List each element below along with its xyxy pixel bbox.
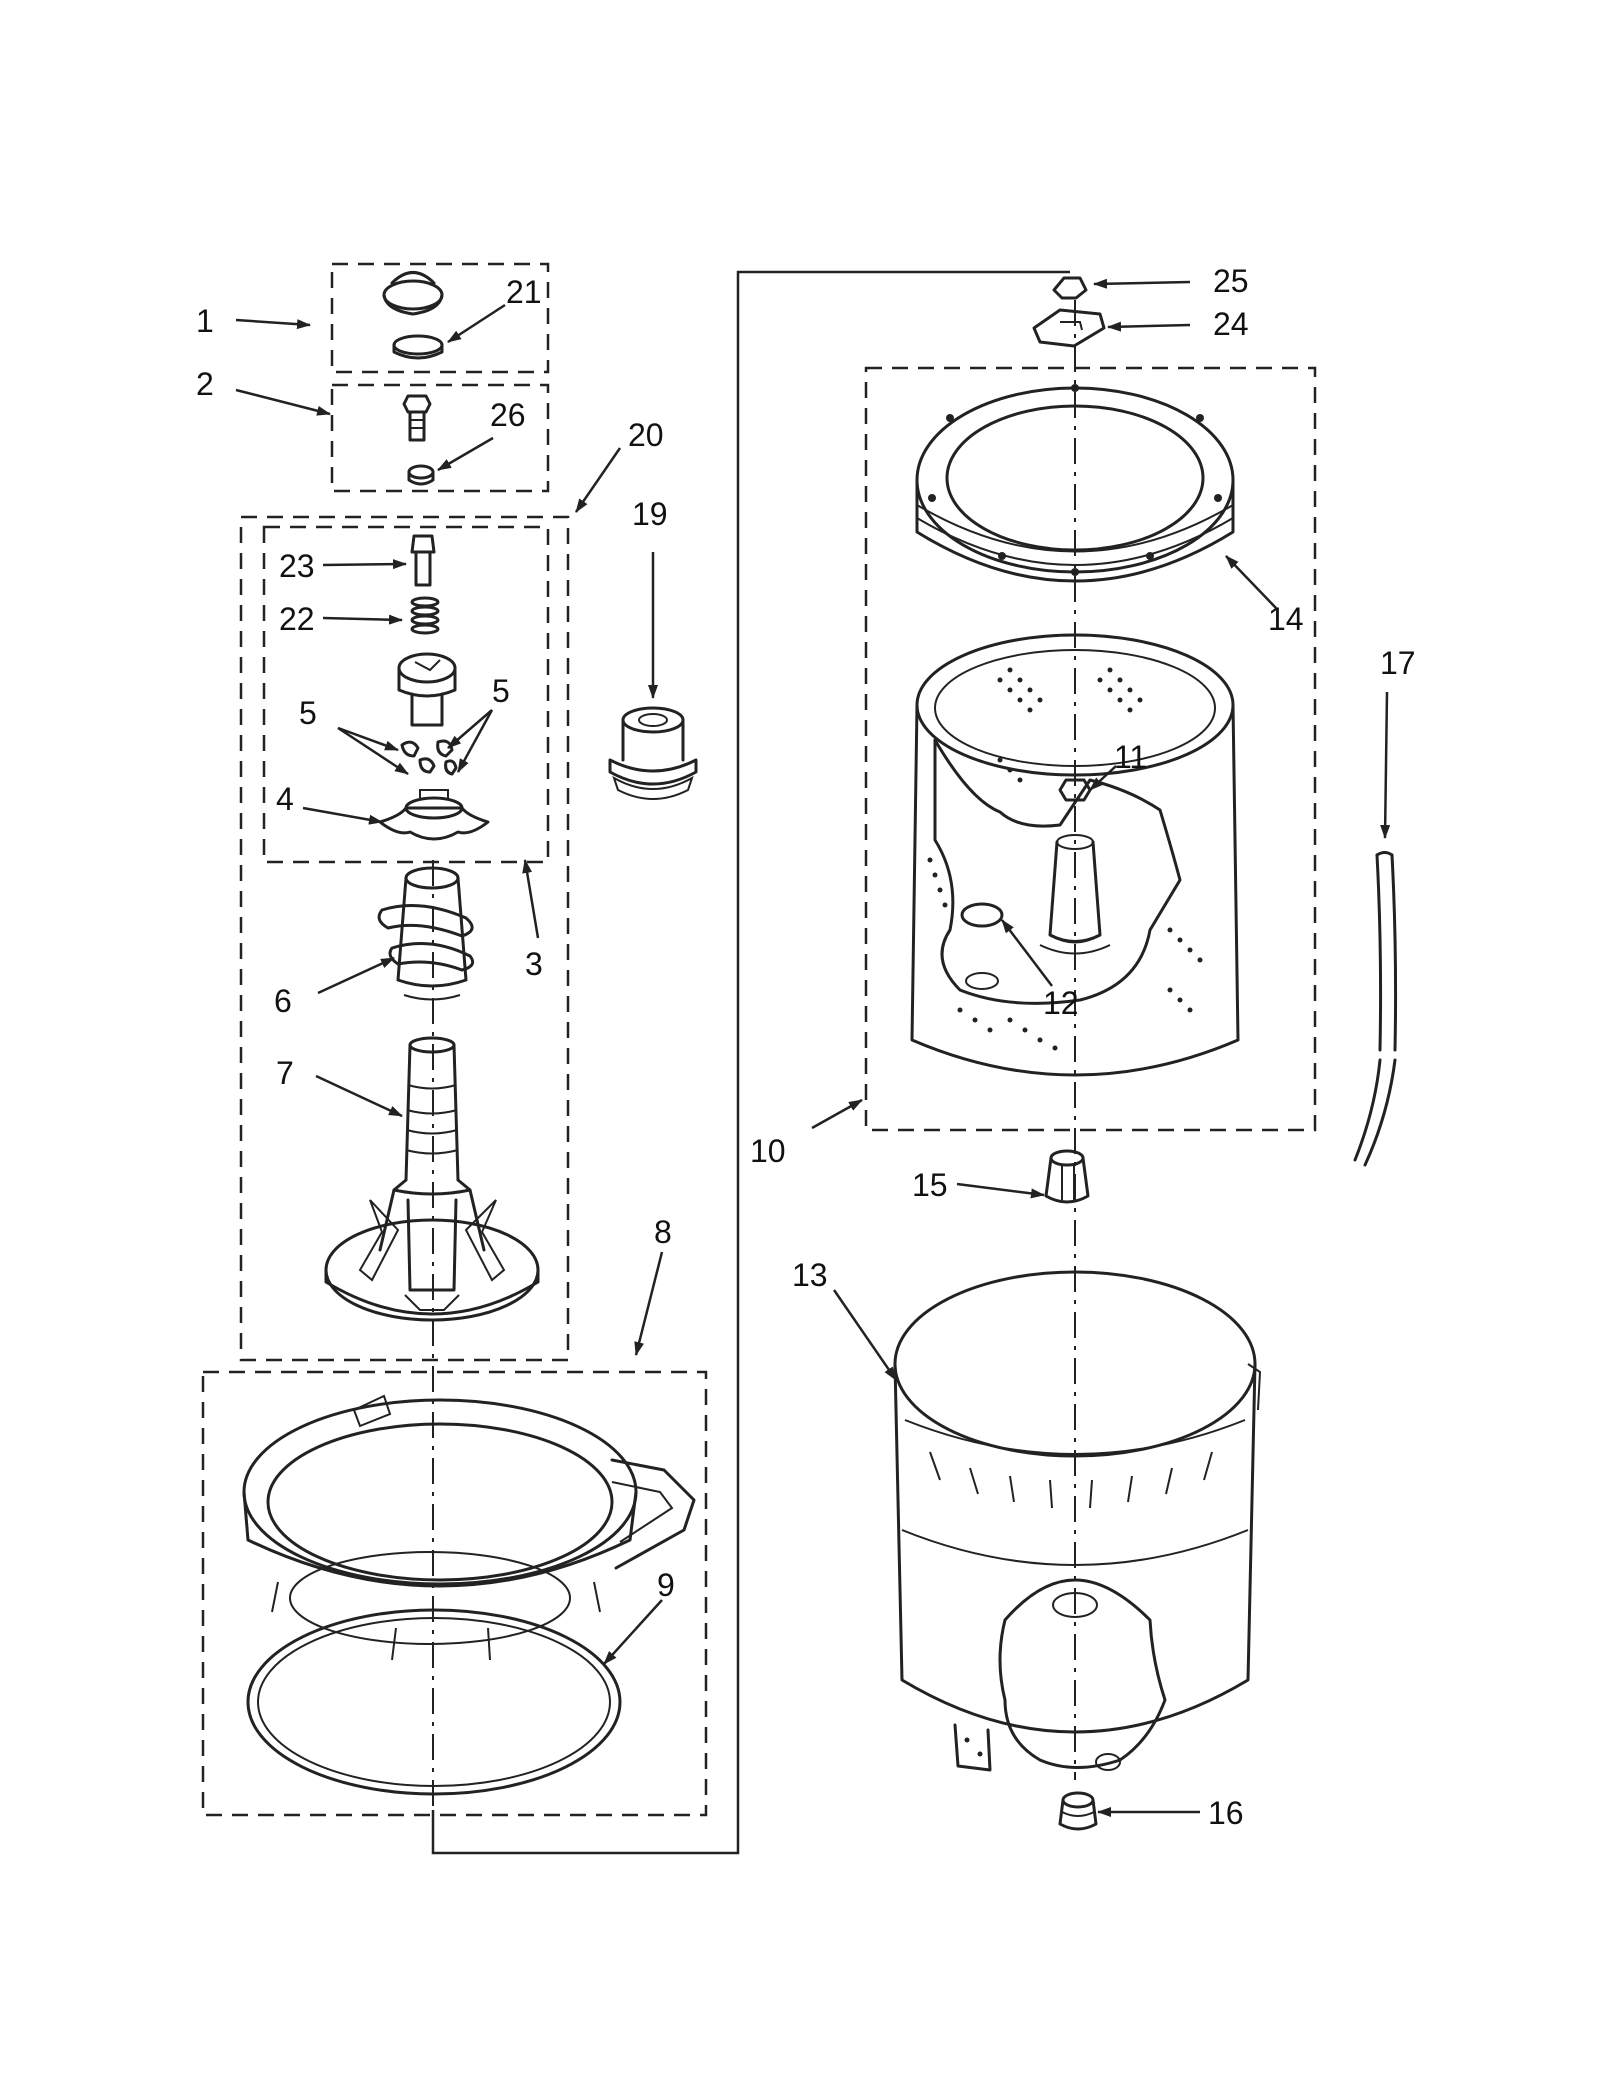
group-box-8 (201, 1370, 708, 1817)
callout-5-left: 5 (299, 695, 317, 731)
callout-1: 1 (196, 303, 214, 339)
callout-24: 24 (1213, 306, 1249, 342)
part-bearing-19 (608, 706, 698, 800)
callout-25: 25 (1213, 263, 1249, 299)
part-tub-13 (893, 1270, 1262, 1772)
callout-15: 15 (912, 1167, 948, 1203)
callout-12: 12 (1043, 985, 1079, 1021)
connector-line (431, 270, 1070, 1855)
part-washer-26 (407, 464, 435, 486)
callout-23: 23 (279, 548, 315, 584)
part-agitator-7 (324, 1036, 540, 1322)
callout-22: 22 (279, 601, 315, 637)
callout-17: 17 (1380, 645, 1416, 681)
part-spring-22 (410, 596, 440, 635)
callout-11: 11 (1114, 739, 1147, 775)
callout-10: 10 (750, 1133, 786, 1169)
part-coupling-15 (1044, 1149, 1090, 1204)
group-box-1 (330, 262, 550, 374)
part-basket-10 (910, 633, 1240, 1077)
callout-5-right: 5 (492, 673, 510, 709)
leader-lines (235, 278, 1391, 1817)
part-ring-21 (392, 334, 444, 360)
callout-19: 19 (632, 496, 668, 532)
part-dogs-5 (400, 739, 458, 776)
part-bracket-24 (1032, 308, 1106, 348)
part-agitator-cap (382, 271, 444, 316)
callout-6: 6 (274, 983, 292, 1019)
group-box-10 (864, 366, 1317, 1132)
callout-2: 2 (196, 366, 214, 402)
part-screw-23 (410, 534, 436, 587)
part-cam (397, 652, 457, 727)
callout-13: 13 (792, 1257, 828, 1293)
callout-7: 7 (276, 1055, 294, 1091)
part-seal-16 (1058, 1791, 1098, 1831)
group-box-20 (239, 515, 570, 1362)
callout-20: 20 (628, 417, 664, 453)
callout-labels: 1 2 21 26 20 19 23 22 5 5 4 3 6 7 8 9 25… (196, 263, 1416, 1831)
callout-14: 14 (1268, 601, 1304, 637)
callout-3: 3 (525, 946, 543, 982)
part-balance-ring-14 (915, 384, 1235, 583)
callout-26: 26 (490, 397, 526, 433)
callout-4: 4 (276, 781, 294, 817)
part-auger-6 (377, 866, 475, 1001)
part-seal-ring-9 (246, 1551, 622, 1796)
group-box-3 (262, 525, 550, 864)
callout-9: 9 (657, 1567, 675, 1603)
group-box-2 (330, 383, 550, 493)
part-hose-17 (1353, 851, 1398, 1167)
part-bolt (402, 394, 432, 442)
part-clip-25 (1052, 276, 1088, 300)
callout-16: 16 (1208, 1795, 1244, 1831)
callout-8: 8 (654, 1214, 672, 1250)
part-base-8 (242, 1394, 696, 1661)
callout-21: 21 (506, 274, 542, 310)
part-dog-ring-4 (378, 789, 490, 841)
